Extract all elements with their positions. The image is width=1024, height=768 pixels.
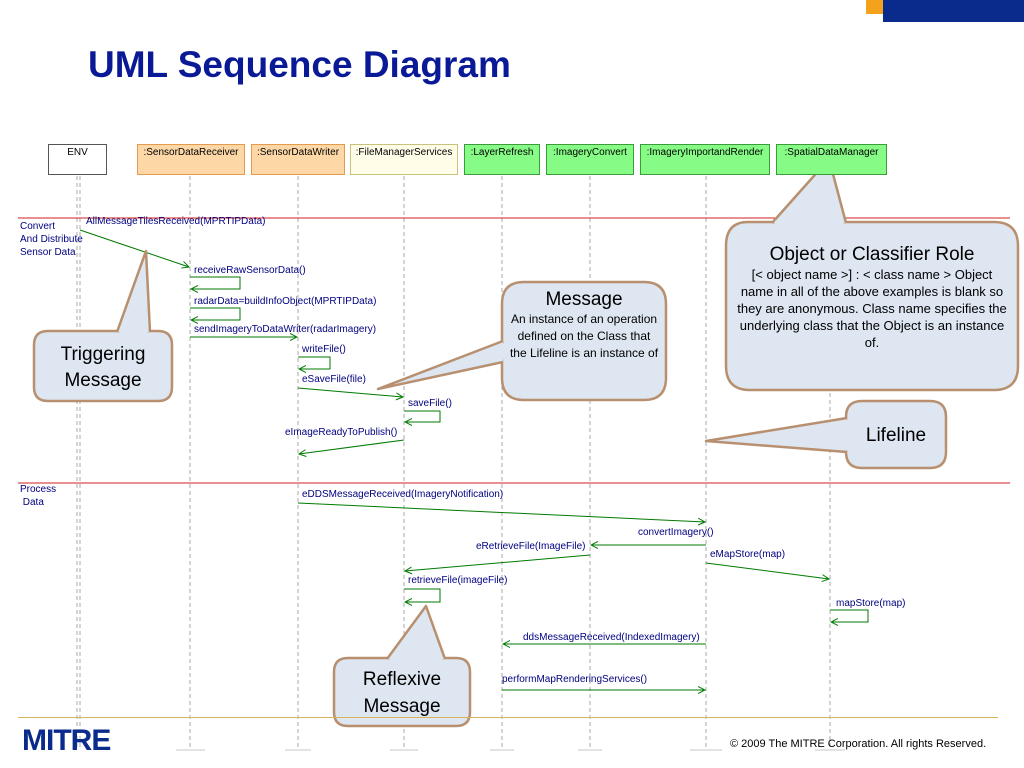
message-label: convertImagery()	[638, 527, 714, 538]
callout-triggering: Triggering Message	[40, 342, 166, 394]
callout-object-role-shape	[724, 220, 1020, 392]
object-spatial-data-manager: :SpatialDataManager	[776, 144, 887, 175]
callout-triggering-tail	[115, 249, 152, 333]
callout-message-heading: Message	[545, 289, 623, 310]
arrow-retrieve-file	[404, 588, 441, 602]
arrow-build-info-object	[190, 307, 241, 320]
callout-triggering-heading: Triggering Message	[60, 344, 146, 391]
message-label: eDDSMessageReceived(ImageryNotification)	[302, 489, 504, 500]
section-label-process: Process Data	[20, 484, 57, 508]
callout-reflexive-shape	[332, 656, 472, 728]
arrow-map-store	[830, 609, 869, 622]
arrow-write-file	[298, 356, 331, 369]
brand-accent-square	[866, 0, 883, 14]
message-label: performMapRenderingServices()	[502, 674, 648, 685]
message-label: sendImageryToDataWriter(radarImagery)	[194, 324, 377, 335]
arrow-save-file	[404, 410, 441, 422]
copyright-text: © 2009 The MITRE Corporation. All rights…	[730, 738, 987, 750]
message-label: radarData=buildInfoObject(MPRTIPData)	[194, 296, 377, 307]
callout-lifeline-tail	[704, 416, 848, 454]
callout-lifeline-shape	[844, 399, 948, 470]
object-file-manager-services: :FileManagerServices	[350, 144, 458, 175]
object-env: ENV	[48, 144, 107, 175]
object-imagery-convert: :ImageryConvert	[546, 144, 634, 175]
message-label: receiveRawSensorData()	[194, 265, 306, 276]
callout-reflexive-tail	[385, 604, 447, 660]
arrow-eretrieve-file	[405, 554, 591, 571]
arrow-edds-message-received	[297, 502, 705, 522]
message-label: eSaveFile(file)	[302, 374, 366, 385]
message-label: AllMessageTilesReceived(MPRTIPData)	[86, 216, 266, 227]
message-label: eImageReadyToPublish()	[285, 427, 398, 438]
message-label: retrieveFile(imageFile)	[408, 575, 508, 586]
arrow-emap-store	[705, 562, 829, 579]
message-label: eRetrieveFile(ImageFile)	[476, 541, 586, 552]
object-layer-refresh: :LayerRefresh	[464, 144, 540, 175]
callout-message: Message An instance of an operation defi…	[508, 288, 660, 362]
object-imagery-import-and-render: :ImageryImportandRender	[640, 144, 770, 175]
message-label: saveFile()	[408, 398, 452, 409]
callout-object-role: Object or Classifier Role [< object name…	[736, 244, 1008, 351]
object-sensor-data-writer: :SensorDataWriter	[251, 144, 345, 175]
callout-message-tail	[376, 339, 504, 391]
arrow-eimage-ready-to-publish	[299, 439, 405, 454]
callout-reflexive: Reflexive Message	[338, 666, 466, 720]
callout-triggering-shape	[32, 329, 174, 403]
mitre-logo: MITRE	[22, 724, 111, 757]
callout-message-body: An instance of an operation defined on t…	[509, 312, 659, 360]
callout-object-role-body: [< object name >] : < class name > Objec…	[737, 267, 1007, 350]
page-title: UML Sequence Diagram	[88, 44, 511, 85]
callout-message-shape	[500, 280, 668, 402]
arrow-esave-file	[297, 387, 403, 397]
message-label: eMapStore(map)	[710, 549, 786, 560]
callout-object-role-heading: Object or Classifier Role	[769, 244, 975, 265]
footer-divider	[18, 717, 998, 718]
callout-reflexive-heading: Reflexive Message	[362, 669, 442, 717]
callout-lifeline: Lifeline	[848, 424, 944, 447]
message-label: ddsMessageReceived(IndexedImagery)	[523, 632, 700, 643]
message-label: mapStore(map)	[836, 598, 906, 609]
callout-lifeline-heading: Lifeline	[865, 425, 927, 446]
message-label: writeFile()	[302, 344, 346, 355]
object-sensor-data-receiver: :SensorDataReceiver	[137, 144, 245, 175]
arrow-receive-raw-sensor-data	[190, 276, 241, 289]
section-label-convert: Convert And Distribute Sensor Data	[20, 221, 83, 258]
arrow-all-message-tiles-received	[79, 229, 189, 267]
brand-top-bar	[883, 0, 1024, 22]
